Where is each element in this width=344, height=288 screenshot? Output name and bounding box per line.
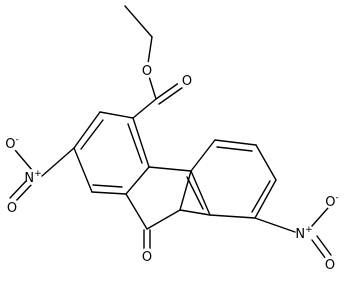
bond (14, 149, 33, 171)
bond (41, 147, 75, 177)
atom-nitro-right-nitrogen: N+ (295, 225, 312, 242)
atom-nitro-left-oxygen-bottom: O (7, 201, 17, 216)
bond (73, 111, 101, 149)
bond (80, 119, 104, 150)
bond (125, 166, 150, 195)
bond-layer (9, 5, 332, 260)
bond (179, 209, 211, 216)
atom-nitro-right-oxygen-bottom: O (325, 258, 335, 273)
bond (148, 166, 192, 172)
atom-nitro-left-oxygen-top: O- (5, 135, 18, 152)
atom-nitro-right-oxygen-top: O- (325, 193, 338, 210)
bond (216, 146, 253, 152)
bond (186, 176, 204, 210)
bond (209, 214, 256, 219)
bond (214, 139, 257, 146)
atom-nitro-left-nitrogen: N+ (24, 169, 41, 186)
bond (316, 235, 332, 256)
bond (311, 207, 329, 227)
bond (254, 217, 296, 233)
bond (91, 191, 127, 195)
bond (92, 184, 123, 188)
bond (179, 170, 192, 211)
bond (146, 209, 181, 230)
bond (132, 98, 157, 119)
bond (127, 123, 143, 164)
bond (132, 117, 150, 168)
bond (158, 84, 187, 105)
bond (125, 193, 148, 230)
atom-ketone-oxygen: O (142, 250, 152, 265)
bond (73, 147, 93, 193)
bond (99, 111, 134, 119)
bond (124, 5, 153, 38)
bond (255, 144, 277, 181)
bond (251, 180, 271, 213)
bond (254, 179, 277, 219)
atom-layer: O O O N+ O- O N+ O- O (4, 62, 340, 273)
bond (311, 239, 327, 260)
bond (190, 170, 211, 216)
atom-carbonyl-oxygen: O (182, 74, 192, 89)
bond (190, 139, 216, 172)
bond (14, 183, 33, 203)
atom-ester-oxygen: O (142, 64, 152, 79)
bond (9, 179, 28, 199)
